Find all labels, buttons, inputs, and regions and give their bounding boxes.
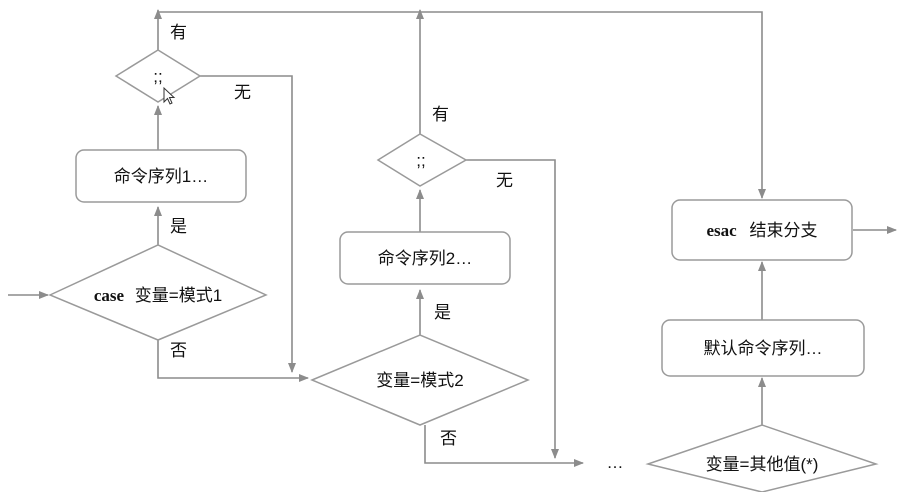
- edge-label-yes-1: 是: [170, 217, 187, 236]
- case-decision: [48, 244, 268, 341]
- default-sequence-box: [661, 319, 865, 377]
- default-decision: [645, 424, 879, 492]
- esac-text: 结束分支: [749, 221, 817, 240]
- edge-semi1-none: [200, 75, 296, 373]
- edge-label-none-1: 无: [234, 83, 251, 102]
- edge-label-has-1: 有: [170, 23, 187, 42]
- esac-keyword: esac: [707, 221, 738, 240]
- mouse-cursor-icon: [163, 86, 176, 105]
- case-condition-text: 变量=模式1: [135, 286, 222, 305]
- edge-label-has-2: 有: [432, 105, 449, 124]
- case-keyword: case: [94, 286, 125, 305]
- edge-top-to-esac: [158, 11, 766, 199]
- double-semicolon-decision-1: [114, 49, 202, 103]
- edge-semi2-none: [466, 159, 559, 459]
- edge-label-none-2: 无: [496, 171, 513, 190]
- command-sequence-2-box: [339, 231, 511, 285]
- command-sequence-1-box: [75, 149, 247, 203]
- edge-label-yes-2: 是: [434, 303, 451, 322]
- default-condition-label: 变量=其他值(*): [706, 455, 819, 474]
- pattern-2-decision: [310, 334, 530, 426]
- command-sequence-2-label: 命令序列2…: [378, 249, 472, 268]
- edge-case-no: [157, 340, 309, 382]
- edge-label-no-1: 否: [170, 341, 187, 360]
- command-sequence-1-label: 命令序列1…: [114, 167, 208, 186]
- esac-box: [671, 199, 853, 261]
- default-sequence-label: 默认命令序列…: [704, 339, 823, 358]
- more-cases-ellipsis: …: [607, 453, 624, 472]
- edge-cond2-no: [424, 425, 584, 467]
- double-semicolon-decision-2: [376, 133, 468, 187]
- double-semicolon-1-label: ;;: [153, 67, 162, 86]
- double-semicolon-2-label: ;;: [416, 151, 425, 170]
- case-decision-label: case 变量=模式1: [94, 286, 222, 305]
- esac-label: esac 结束分支: [707, 221, 818, 240]
- pattern-2-label: 变量=模式2: [376, 371, 463, 390]
- edge-label-no-2: 否: [440, 429, 457, 448]
